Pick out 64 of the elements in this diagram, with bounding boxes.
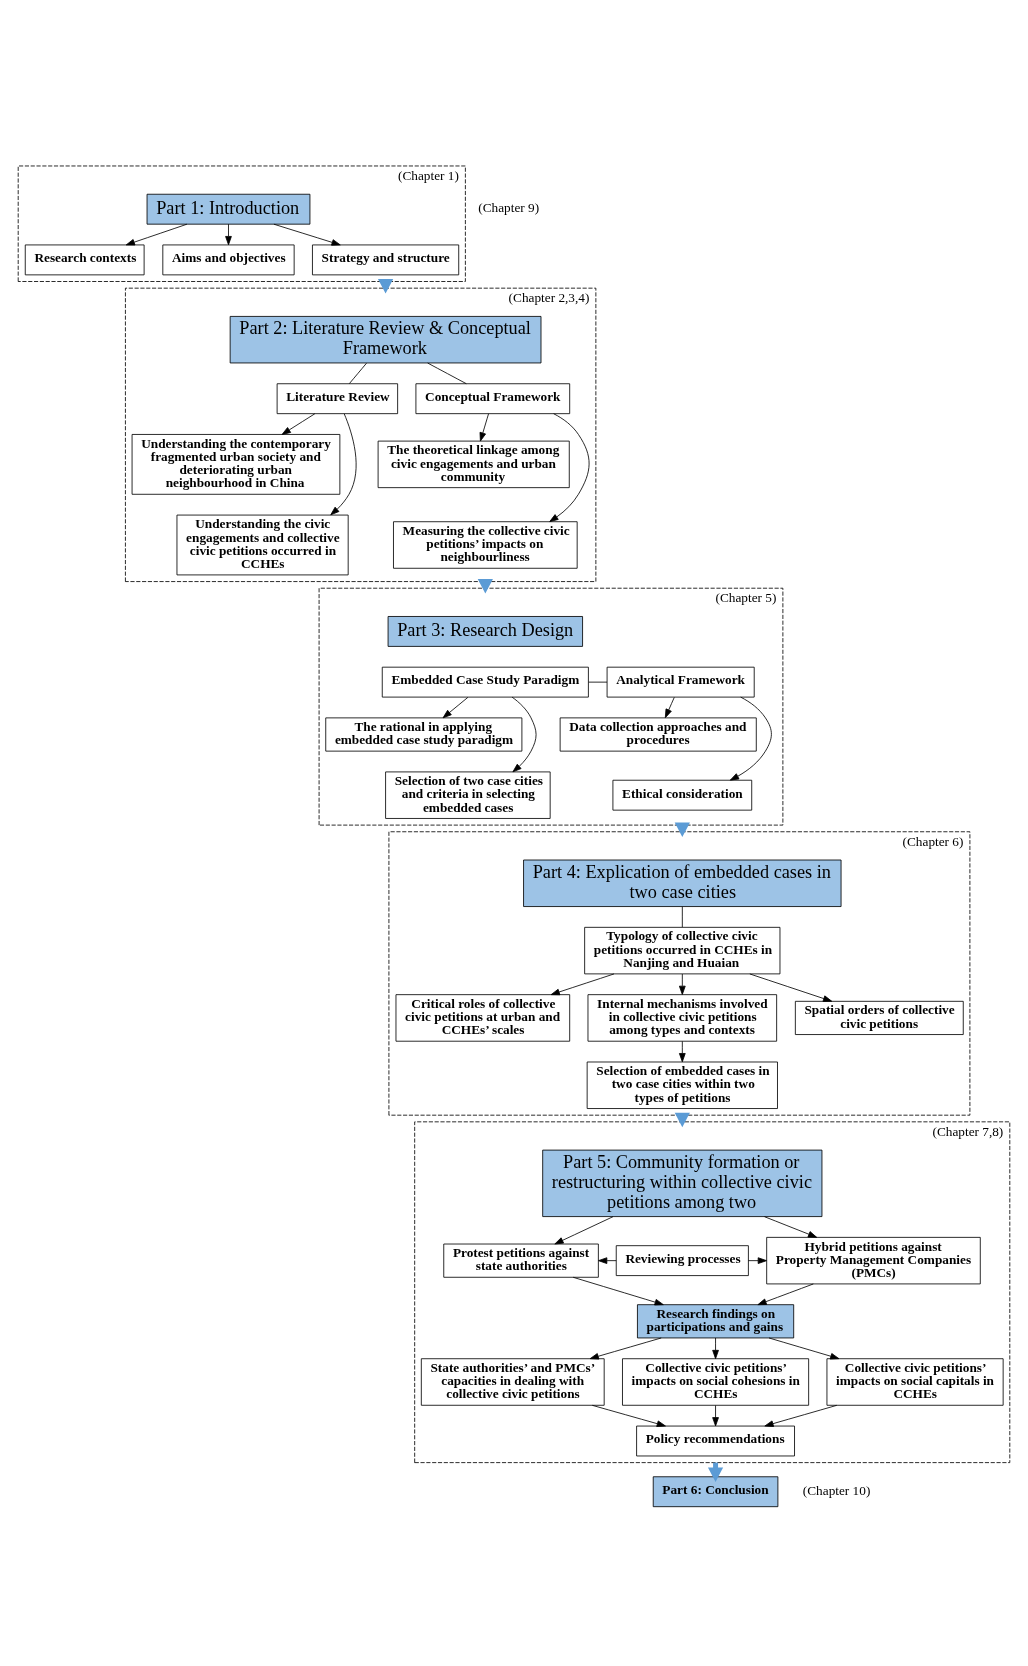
node-box: Selection of two case cities and criteria in selecting embedded cases [385, 771, 551, 819]
arrow [764, 1216, 818, 1238]
node-box: Part 5: Community formation or restructuring within collective civic petitions among two [542, 1149, 823, 1217]
arrow [442, 696, 469, 719]
node-box: Collective civic petitions’ impacts on social capitals in CCHEs [826, 1358, 1004, 1406]
arrow [679, 1040, 686, 1063]
node-box: Ethical consideration [612, 779, 753, 811]
node-box: Strategy and structure [312, 244, 460, 276]
arrow [748, 1257, 767, 1264]
arrow [511, 696, 537, 773]
connector [681, 906, 683, 928]
node-box: Literature Review [276, 383, 399, 415]
node-box: Critical roles of collective civic petitions at urban and CCHEs’ scales [395, 994, 571, 1042]
arrow [768, 1337, 840, 1360]
connector [588, 681, 608, 683]
arrow [712, 1337, 719, 1360]
arrow [281, 413, 316, 435]
arrow [757, 1283, 814, 1306]
node-box: Part 4: Explication of embedded cases in two case cities [523, 859, 842, 907]
node-box: Embedded Case Study Paradigm [381, 666, 589, 698]
node-box: Data collection approaches and procedures [559, 717, 757, 752]
arrow [572, 1276, 664, 1306]
node-box: Selection of embedded cases in two case cities within two types of petitions [586, 1061, 778, 1109]
node-box: Part 3: Research Design [387, 616, 583, 647]
node-box: Part 6: Conclusion [652, 1476, 779, 1508]
node-box: Measuring the collective civic petitions’ impacts on neighbourliness [393, 521, 578, 569]
node-box: Conceptual Framework [415, 383, 571, 415]
node-box: Analytical Framework [606, 666, 755, 698]
arrow [125, 223, 188, 246]
node-box: Part 1: Introduction [146, 193, 311, 225]
arrow [554, 1216, 614, 1245]
arrow [330, 413, 357, 516]
arrow [679, 973, 686, 995]
node-box: State authorities’ and PMCs’ capacities in dealing with collective civic petitions [420, 1358, 605, 1406]
arrow [589, 1337, 662, 1360]
node-box: Internal mechanisms involved in collective civic petitions among types and contexts [587, 994, 778, 1042]
node-box: The theoretical linkage among civic engagements and urban community [377, 440, 570, 489]
node-box: Reviewing processes [615, 1245, 749, 1277]
node-box: Understanding the contemporary fragmented urban society and deteriorating urban neighbourhood in China [131, 434, 341, 495]
node-box: Research findings on participations and gains [637, 1304, 795, 1339]
arrow [225, 223, 232, 246]
arrow [549, 413, 590, 522]
node-box: Research contexts [24, 244, 145, 276]
node-label: (Chapter 10) [802, 1482, 871, 1498]
node-box: Aims and objectives [162, 244, 295, 276]
node-box: Typology of collective civic petitions occurred in CCHEs in Nanjing and Huaian [584, 926, 781, 975]
node-box: Understanding the civic engagements and collective civic petitions occurred in CCHEs [176, 514, 349, 576]
arrow [764, 1404, 838, 1427]
arrow [591, 1404, 666, 1427]
arrow [712, 1405, 719, 1427]
node-box: Protest petitions against state authorities [443, 1243, 599, 1278]
connector [348, 362, 367, 385]
arrow [479, 413, 489, 442]
node-box: Hybrid petitions against Property Management Companies (PMCs) [766, 1236, 981, 1285]
node-box: Policy recommendations [636, 1425, 795, 1457]
node-box: Collective civic petitions’ impacts on social cohesions in CCHEs [622, 1358, 810, 1406]
node-box: The rational in applying embedded case study paradigm [325, 717, 523, 752]
label: (Chapter 9) [478, 200, 540, 216]
arrow [598, 1257, 617, 1264]
node-box: Part 2: Literature Review & Conceptual Framework [229, 316, 542, 364]
arrow [664, 696, 675, 719]
node-box: Spatial orders of collective civic petitions [794, 1000, 964, 1035]
arrow [273, 223, 341, 246]
arrow [729, 696, 772, 781]
